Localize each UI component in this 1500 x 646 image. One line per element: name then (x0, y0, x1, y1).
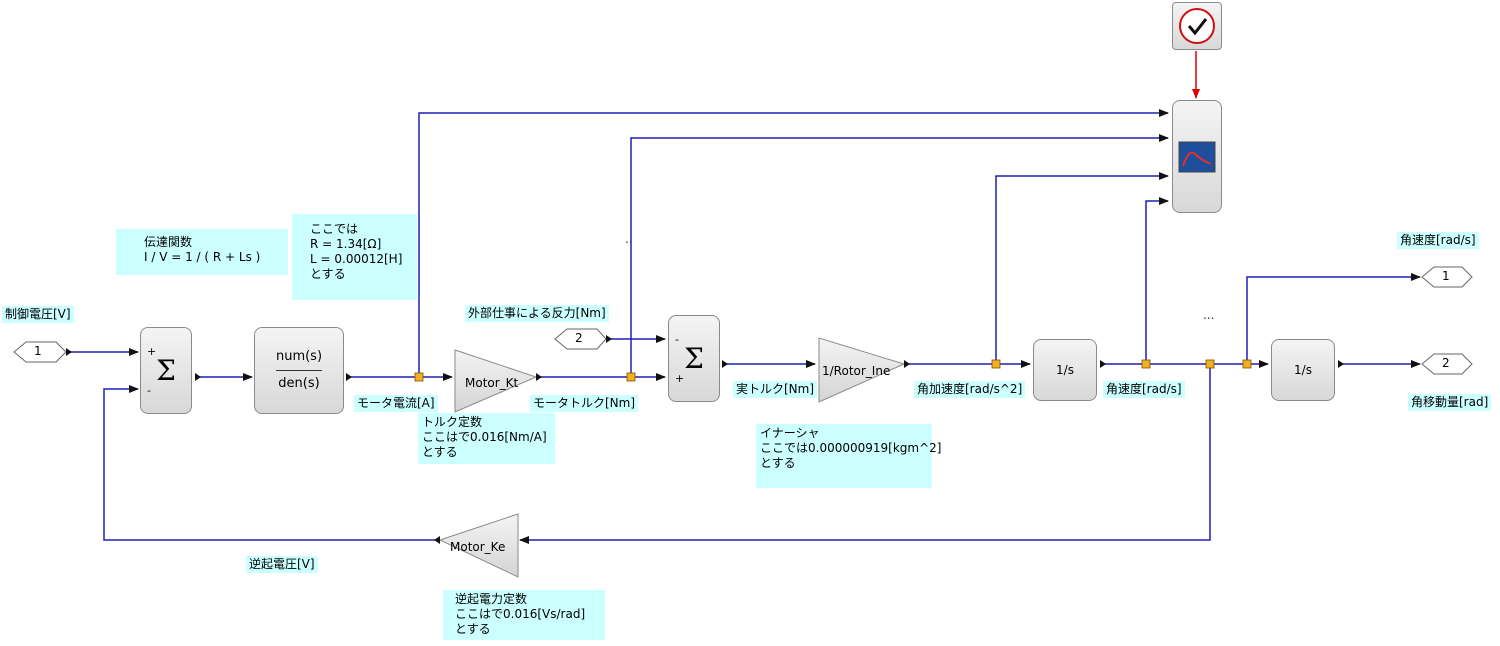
clock-block[interactable] (1172, 2, 1222, 50)
sum-symbol: Σ (684, 342, 704, 375)
sum-block-1[interactable]: Σ + - (140, 327, 192, 414)
wire-velocity-to-scope (1145, 197, 1169, 364)
split-point (414, 372, 424, 382)
split-point (1205, 359, 1215, 369)
sum-sign-plus: + (675, 372, 685, 385)
gain-kt-label: Motor_Kt (465, 376, 519, 390)
label-angular-velocity: 角速度[rad/s] (1103, 381, 1185, 398)
gain-ke-label: Motor_Ke (450, 540, 506, 554)
label-actual-torque: 実トルク[Nm] (733, 381, 818, 398)
gain-inertia-label: 1/Rotor_Ine (822, 364, 891, 378)
output-port-1 (1421, 266, 1473, 288)
input-port-1-number: 1 (34, 344, 42, 358)
transfer-function-block[interactable]: num(s) den(s) (254, 327, 344, 414)
output-port-2-number: 2 (1442, 356, 1450, 370)
integrator-label: 1/s (1056, 363, 1074, 377)
sum-block-2[interactable]: Σ - + (668, 315, 720, 402)
note-parameters: ここでは R = 1.34[Ω] L = 0.00012[H] とする (292, 214, 417, 300)
label-back-emf-voltage: 逆起電圧[V] (246, 556, 318, 573)
wire-velocity-to-out1 (1246, 273, 1421, 364)
scope-waveform-icon (1178, 141, 1216, 172)
split-point (1141, 359, 1151, 369)
gain-block-kt (454, 349, 538, 413)
clock-check-icon (1179, 8, 1215, 44)
wire-current-to-scope (418, 109, 1169, 377)
split-point (626, 372, 636, 382)
ellipsis-label: ... (1203, 308, 1215, 322)
label-angular-displacement: 角移動量[rad] (1408, 394, 1492, 411)
integrator-block-1[interactable]: 1/s (1033, 339, 1097, 401)
output-port-2 (1421, 353, 1473, 375)
output-port-1-number: 1 (1442, 269, 1450, 283)
note-torque-constant: トルク定数 ここはで0.016[Nm/A] とする (418, 413, 555, 464)
tf-denominator: den(s) (278, 376, 320, 391)
label-angular-acceleration: 角加速度[rad/s^2] (914, 381, 1026, 398)
wire-backemf-to-sum1 (103, 385, 440, 541)
split-point (1242, 359, 1252, 369)
label-external-reaction: 外部仕事による反力[Nm] (465, 305, 609, 322)
input-port-2-number: 2 (575, 331, 583, 345)
split-point (991, 359, 1001, 369)
scope-block[interactable] (1172, 100, 1222, 213)
label-motor-torque: モータトルク[Nm] (530, 395, 639, 412)
gain-block-ke (438, 513, 519, 578)
integrator-label: 1/s (1294, 363, 1312, 377)
wire-torque-to-scope (630, 134, 1169, 377)
gain-block-inertia (818, 337, 906, 403)
sum-sign-plus: + (147, 345, 157, 358)
sum-sign-minus: - (675, 333, 679, 346)
label-motor-current: モータ電流[A] (354, 395, 438, 412)
tf-numerator: num(s) (275, 349, 323, 364)
label-angular-velocity-output: 角速度[rad/s] (1397, 232, 1479, 249)
ellipsis-label: .. (625, 232, 633, 246)
note-back-emf-constant: 逆起電力定数 ここはで0.016[Vs/rad] とする (443, 590, 605, 640)
note-inertia: イナーシャ ここでは0.000000919[kgm^2] とする (756, 424, 941, 488)
integrator-block-2[interactable]: 1/s (1271, 339, 1335, 401)
note-transfer-function: 伝達関数 I / V = 1 / ( R + Ls ) (116, 229, 288, 275)
label-control-voltage: 制御電圧[V] (2, 306, 74, 323)
sum-sign-minus: - (147, 384, 151, 397)
wire-velocity-feedback (519, 364, 1211, 544)
wire-accel-to-scope (995, 172, 1169, 364)
sum-symbol: Σ (156, 354, 176, 387)
